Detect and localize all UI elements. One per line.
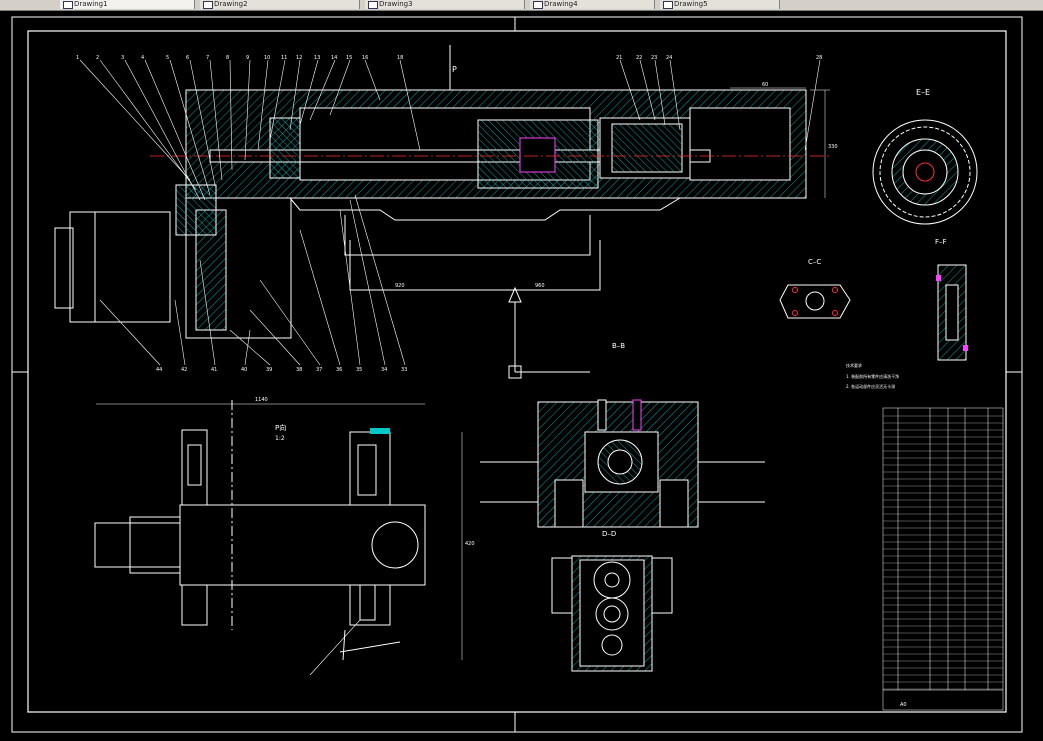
view-label-c-c: C–C: [808, 258, 821, 266]
svg-text:44: 44: [156, 367, 162, 373]
view-label-f-f: F–F: [935, 238, 947, 246]
view-label-d-d: D–D: [602, 530, 616, 538]
section-view-c-c: C–C: [779, 258, 851, 319]
view-label-p-direction: P向: [275, 423, 286, 432]
parts-list-rows: [883, 415, 1003, 690]
svg-text:12: 12: [296, 55, 302, 61]
sheet-size: A0: [900, 702, 907, 708]
drawing-frame: [11, 16, 1023, 733]
view-label-b-b: B–B: [612, 342, 625, 350]
drawing-tab[interactable]: Drawing3: [365, 0, 525, 9]
dimension-420: 420: [465, 541, 475, 547]
drawing-file-icon: [203, 1, 213, 9]
svg-text:5: 5: [166, 55, 169, 61]
drawing-tab[interactable]: Drawing2: [200, 0, 360, 9]
dimension-960: 960: [535, 283, 545, 289]
svg-text:1: 1: [76, 55, 79, 61]
svg-text:37: 37: [316, 367, 322, 373]
svg-text:24: 24: [666, 55, 672, 61]
svg-text:10: 10: [264, 55, 270, 61]
plan-view-p: P向 1:2 1140 420: [94, 397, 475, 676]
svg-text:33: 33: [401, 367, 407, 373]
svg-text:35: 35: [356, 367, 362, 373]
drawing-file-icon: [368, 1, 378, 9]
svg-text:6: 6: [186, 55, 189, 61]
svg-text:3: 3: [121, 55, 124, 61]
svg-text:4: 4: [141, 55, 144, 61]
svg-text:11: 11: [281, 55, 287, 61]
drawing-file-icon: [663, 1, 673, 9]
drawing-file-icon: [63, 1, 73, 9]
svg-text:9: 9: [246, 55, 249, 61]
dimension-60: 60: [762, 82, 768, 88]
svg-text:41: 41: [211, 367, 217, 373]
svg-text:16: 16: [362, 55, 368, 61]
svg-text:15: 15: [346, 55, 352, 61]
view-label-e-e: E–E: [916, 88, 930, 97]
drawing-tab[interactable]: Drawing4: [530, 0, 655, 9]
drawing-tab-label: Drawing4: [544, 0, 578, 8]
svg-text:28: 28: [816, 55, 822, 61]
note-line: 2. 各运动部件应灵活无卡滞: [846, 383, 895, 389]
drawing-tab-label: Drawing1: [74, 0, 108, 8]
svg-text:21: 21: [616, 55, 622, 61]
note-line: 技术要求: [846, 362, 862, 368]
view-label-p: P: [452, 65, 457, 74]
svg-text:42: 42: [181, 367, 187, 373]
drawing-tab-label: Drawing5: [674, 0, 708, 8]
section-view-b-b: B–B: [480, 342, 765, 528]
svg-text:34: 34: [381, 367, 387, 373]
section-view-d-d: D–D: [551, 530, 673, 672]
svg-text:14: 14: [331, 55, 337, 61]
svg-text:38: 38: [296, 367, 302, 373]
svg-text:22: 22: [636, 55, 642, 61]
svg-text:13: 13: [314, 55, 320, 61]
note-line: 1. 装配前所有零件应清洗干净: [846, 373, 899, 379]
section-view-f-f: F–F: [935, 238, 968, 361]
svg-text:8: 8: [226, 55, 229, 61]
drawing-tab-label: Drawing3: [379, 0, 413, 8]
svg-text:18: 18: [397, 55, 403, 61]
technical-notes: 技术要求 1. 装配前所有零件应清洗干净 2. 各运动部件应灵活无卡滞: [846, 362, 899, 389]
section-view-e-e: E–E: [872, 88, 978, 225]
dimension-330: 330: [828, 144, 838, 150]
svg-text:7: 7: [206, 55, 209, 61]
svg-text:36: 36: [336, 367, 342, 373]
svg-text:23: 23: [651, 55, 657, 61]
scale-note: 1:2: [275, 435, 285, 442]
drawing-tab-label: Drawing2: [214, 0, 248, 8]
parts-list-table: [882, 407, 1004, 711]
dimension-920: 920: [395, 283, 405, 289]
dimension-1140: 1140: [255, 397, 268, 403]
svg-text:40: 40: [241, 367, 247, 373]
drawing-file-icon: [533, 1, 543, 9]
document-tab-strip: Drawing1 Drawing2 Drawing3 Drawing4 Draw…: [0, 0, 1043, 11]
svg-text:39: 39: [266, 367, 272, 373]
svg-text:2: 2: [96, 55, 99, 61]
drawing-tab[interactable]: Drawing5: [660, 0, 780, 9]
drawing-tab[interactable]: Drawing1: [60, 0, 195, 9]
